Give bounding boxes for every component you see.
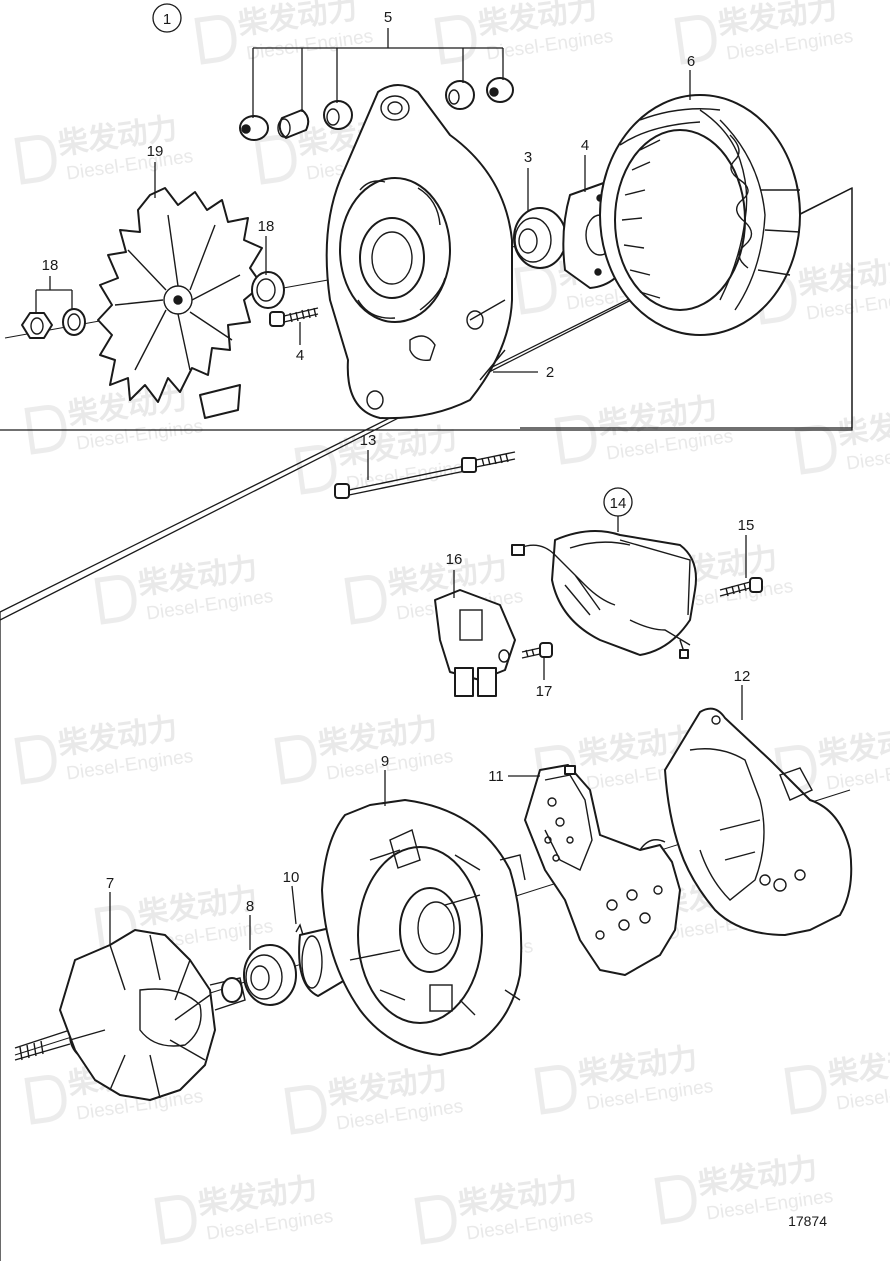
drive-end-shield [325,84,513,420]
callout-16: 16 [446,551,463,568]
document-number: 17874 [788,1213,827,1229]
watermark-logo-icon [784,1064,827,1115]
fan [97,187,263,419]
watermark-logo-icon [414,1194,457,1245]
callout-9: 9 [381,753,389,770]
callout-4-top: 4 [581,137,589,154]
watermark-chinese: 柴发动力 [836,401,890,452]
callout-labels: 1 5 6 3 4 19 18 18 4 2 13 14 15 16 17 12… [42,3,827,1229]
watermark-logo-icon [794,424,837,475]
callout-10: 10 [283,869,300,886]
callout-19: 19 [147,143,164,160]
callout-11: 11 [488,768,504,785]
watermark-logo-icon [194,14,237,65]
callout-5: 5 [384,9,392,26]
watermark-chinese: 柴发动力 [826,1041,890,1092]
watermark-logo-icon [434,14,477,65]
callout-18-left: 18 [42,257,59,274]
stator [599,94,801,336]
rectifier [524,764,681,976]
callout-17: 17 [536,683,553,700]
tie-bolt [334,451,516,499]
screw-15 [719,577,763,597]
voltage-regulator [434,589,516,697]
brush-holder-assembly [511,530,697,659]
watermark-logo-icon [514,264,557,315]
watermark-logo-icon [674,14,717,65]
watermark-logo-icon [24,404,67,455]
rotor [14,929,246,1101]
callout-2: 2 [546,364,554,381]
watermark-logo-icon [294,444,337,495]
watermark-logo-icon [774,744,817,795]
bearing-rear [243,944,297,1006]
screw-small [269,307,319,327]
slip-ring-end-housing [321,799,526,1056]
callout-13: 13 [360,432,377,449]
callout-1: 1 [163,11,171,28]
callout-8: 8 [246,898,254,915]
watermark-chinese: 柴发动力 [816,721,890,772]
watermark-logo-icon [24,1074,67,1125]
watermark-logo-icon [94,574,137,625]
spacer-ring [251,271,285,309]
group-callout-circle-1 [152,3,182,33]
watermark-logo-icon [284,1084,327,1135]
watermark-logo-icon [654,1174,697,1225]
callout-18-right: 18 [258,218,275,235]
callout-12: 12 [734,668,751,685]
watermark-logo-icon [154,1194,197,1245]
nut-washer [21,308,86,339]
watermark-logo-icon [534,1064,577,1115]
watermark-logo-icon [14,134,57,185]
watermark-logo-icon [14,734,57,785]
callout-7: 7 [106,875,114,892]
bearing-front [513,207,567,269]
end-cover [664,707,853,936]
callout-14: 14 [610,495,627,512]
watermark-logo-icon [274,734,317,785]
watermark-logo-icon [344,574,387,625]
watermark-logo-icon [554,414,597,465]
group-callout-circle-14 [603,487,633,517]
callout-6: 6 [687,53,695,70]
spacer-set [239,77,514,141]
callout-15: 15 [738,517,755,534]
callout-3: 3 [524,149,532,166]
screw-17 [521,642,553,659]
callout-4-lower: 4 [296,347,304,364]
leader-lines [35,28,747,950]
watermark-logo-icon [254,134,297,185]
